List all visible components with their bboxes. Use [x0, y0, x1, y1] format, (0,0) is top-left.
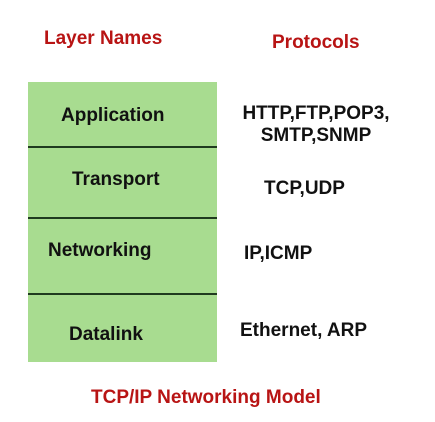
layer-stack: [28, 82, 217, 362]
layer-name-application: Application: [61, 105, 165, 126]
layer-names-heading: Layer Names: [44, 28, 163, 49]
layer-name-networking: Networking: [48, 240, 152, 261]
layer-divider: [28, 146, 217, 148]
layer-divider: [28, 217, 217, 219]
protocols-heading: Protocols: [272, 32, 360, 53]
protocols-transport: TCP,UDP: [264, 178, 345, 199]
layer-name-transport: Transport: [72, 169, 160, 190]
diagram-caption: TCP/IP Networking Model: [91, 387, 321, 408]
layer-divider: [28, 293, 217, 295]
protocols-networking: IP,ICMP: [244, 243, 313, 264]
protocols-application: HTTP,FTP,POP3, SMTP,SNMP: [242, 103, 390, 146]
protocols-datalink: Ethernet, ARP: [240, 320, 368, 341]
layer-name-datalink: Datalink: [69, 324, 143, 345]
